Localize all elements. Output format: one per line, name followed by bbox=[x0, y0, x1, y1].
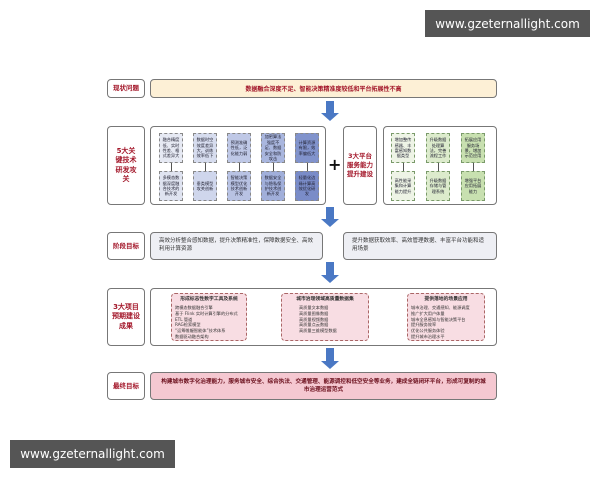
result-item: 高质量三维模型数据 bbox=[299, 328, 337, 334]
tech-problem-cell: 计算资源有限，效率偏低大 bbox=[295, 133, 319, 163]
tech-solution-cell: 智能决策模型优化技术创新开发 bbox=[227, 171, 251, 201]
tech-solution-cell: 垂类模型攻关创新 bbox=[193, 171, 217, 201]
result-item: 提升服务效率 bbox=[411, 322, 437, 328]
stage-left: 高效分析整合感知数据，提升决策精准性，保障数据安全、高效利用计算资源 bbox=[150, 232, 323, 260]
final-label: 最终目标 bbox=[107, 372, 145, 400]
result-item: 跨模态数据融合引擎 bbox=[175, 305, 213, 311]
connector-line bbox=[403, 163, 404, 171]
result-item: 提升城市治理水平 bbox=[411, 333, 445, 339]
result-item: 城市治理、交通感知、能源调度 bbox=[411, 305, 470, 311]
result-item: 优化公共服务体验 bbox=[411, 328, 445, 334]
result-item: RAG检索模型 bbox=[175, 322, 201, 328]
connector-line bbox=[205, 163, 206, 171]
result-group: 形成标志性数字工具及系统跨模态数据融合引擎基于 Flink 实时计算引擎的分布式… bbox=[171, 293, 247, 341]
arrow-down-icon bbox=[321, 348, 339, 370]
watermark-bottom: www.gzeternallight.com bbox=[10, 440, 175, 468]
watermark-top: www.gzeternallight.com bbox=[425, 10, 590, 37]
tech-problem-cell: 融合精度低、实时性差、格式差异大 bbox=[159, 133, 183, 163]
connector-line bbox=[473, 163, 474, 171]
tech-solution-cell: 轻量化边缘计算高效优化研发 bbox=[295, 171, 319, 201]
result-item: 高质量视频数据 bbox=[299, 316, 329, 322]
status-box: 数据融合深度不足、智能决策精准度较低和平台拓展性不高 bbox=[150, 79, 497, 98]
platform-problem-cell: 拓展应用服务场景，增加示范应用 bbox=[461, 133, 485, 163]
platform-label: 3大平台服务能力提升建设 bbox=[343, 126, 377, 205]
status-text: 数据融合深度不足、智能决策精准度较低和平台拓展性不高 bbox=[245, 86, 402, 93]
result-item: 推广扩大用户体量 bbox=[411, 311, 445, 317]
connector-line bbox=[239, 163, 240, 171]
arrow-down-icon bbox=[321, 207, 339, 227]
results-label: 3大项目预期建设成果 bbox=[107, 288, 145, 346]
plus-icon: + bbox=[328, 155, 342, 174]
tech-solution-cell: 数据安全与隐私保护技术创新开发 bbox=[261, 171, 285, 201]
platform-group: 增加整传感器、丰富感知数据类型 高性能采集和计算能力提升升级数据处理算法，完善流… bbox=[383, 126, 497, 205]
results-group: 形成标志性数字工具及系统跨模态数据融合引擎基于 Flink 实时计算引擎的分布式… bbox=[150, 288, 497, 346]
platform-problem-cell: 增加整传感器、丰富感知数据类型 bbox=[391, 133, 415, 163]
tech-problem-cell: 加密算法强度不足、数据安全和防攻击 bbox=[261, 133, 285, 163]
result-group-title: 城市治理领域高质量数据集 bbox=[296, 297, 354, 302]
result-item: 基于 Flink 实时计算引擎的分布式 ETL 管道 bbox=[175, 311, 238, 322]
connector-line bbox=[273, 163, 274, 171]
tech-solution-cell: 多模态数据深度融合技术的新开发 bbox=[159, 171, 183, 201]
result-group-title: 形成标志性数字工具及系统 bbox=[180, 297, 238, 302]
result-group: 城市治理领域高质量数据集高质量文本数据高质量图像数据高质量视频数据高质量点云数据… bbox=[281, 293, 369, 341]
result-item: 高质量点云数据 bbox=[299, 322, 329, 328]
result-group-title: 提供落地的场景应用 bbox=[424, 297, 468, 302]
platform-solution-cell: 高性能采集和计算能力提升 bbox=[391, 171, 415, 201]
tech-label: 5大关键技术研发攻关 bbox=[107, 126, 145, 205]
tech-group: 融合精度低、实时性差、格式差异大 多模态数据深度融合技术的新开发数据时空效度差异… bbox=[150, 126, 326, 205]
result-item: 数据驱动融合架构 bbox=[175, 333, 209, 339]
stage-right: 提升数据获取效率、高效管理数据、丰富平台功能和适用场景 bbox=[343, 232, 497, 260]
result-group: 提供落地的场景应用城市治理、交通感知、能源调度推广扩大用户体量城市全息感知与智能… bbox=[407, 293, 485, 341]
status-label: 现状问题 bbox=[107, 79, 145, 98]
result-item: “运筹帷幄智能体”技术体系 bbox=[175, 328, 226, 334]
result-item: 城市全息感知与智能决策平台 bbox=[411, 316, 466, 322]
result-item: 高质量文本数据 bbox=[299, 305, 329, 311]
platform-solution-cell: 升级数据存储与管理系统 bbox=[426, 171, 450, 201]
connector-line bbox=[171, 163, 172, 171]
arrow-down-icon bbox=[321, 101, 339, 121]
tech-problem-cell: 预测准确性低，泛化能力弱 bbox=[227, 133, 251, 163]
connector-line bbox=[438, 163, 439, 171]
connector-line bbox=[307, 163, 308, 171]
stage-label: 阶段目标 bbox=[107, 232, 145, 260]
platform-problem-cell: 升级数据处理算法，完善流程工作 bbox=[426, 133, 450, 163]
final-box: 构建城市数字化治理能力，服务城市安全、综合执法、交通管理、能源调控和低空安全等业… bbox=[150, 372, 497, 400]
arrow-down-icon bbox=[321, 262, 339, 284]
platform-solution-cell: 增强平台应用拓展能力 bbox=[461, 171, 485, 201]
tech-problem-cell: 数据时空效度差异大，训练效率低下 bbox=[193, 133, 217, 163]
result-item: 高质量图像数据 bbox=[299, 311, 329, 317]
final-text: 构建城市数字化治理能力，服务城市安全、综合执法、交通管理、能源调控和低空安全等业… bbox=[161, 378, 486, 393]
